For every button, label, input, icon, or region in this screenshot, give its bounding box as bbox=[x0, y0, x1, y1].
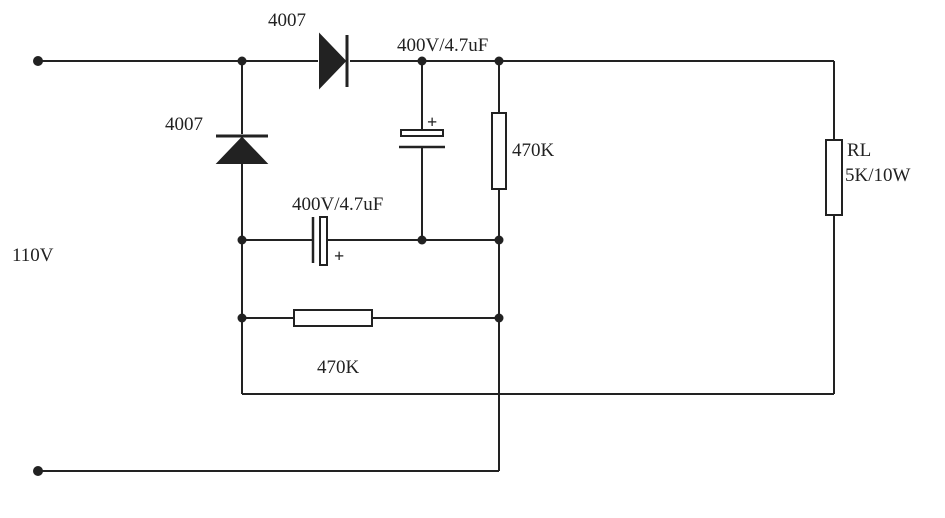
junction-dot bbox=[237, 56, 247, 66]
label-cap-bottom: 400V/4.7uF bbox=[292, 194, 383, 215]
load-resistor bbox=[825, 139, 843, 216]
input-terminal-top bbox=[33, 56, 43, 66]
label-diode-shunt: 4007 bbox=[165, 114, 203, 135]
diode-shunt bbox=[215, 134, 269, 164]
label-cap-top: 400V/4.7uF bbox=[397, 35, 488, 56]
capacitor-bottom-plate-positive bbox=[319, 216, 328, 266]
label-supply-voltage: 110V bbox=[12, 245, 54, 266]
label-load-name: RL bbox=[847, 140, 871, 161]
junction-dot bbox=[417, 235, 427, 245]
label-diode-series: 4007 bbox=[268, 10, 306, 31]
label-load-rating: 5K/10W bbox=[845, 165, 911, 186]
resistor-horizontal bbox=[293, 309, 373, 327]
label-res-vertical: 470K bbox=[512, 140, 555, 161]
junction-dot bbox=[494, 313, 504, 323]
capacitor-top-plate-positive bbox=[400, 129, 444, 137]
junction-dot bbox=[237, 235, 247, 245]
resistor-vertical bbox=[491, 112, 507, 190]
diode-series bbox=[319, 32, 349, 90]
junction-dot bbox=[494, 56, 504, 66]
capacitor-top bbox=[399, 129, 445, 149]
label-res-horizontal: 470K bbox=[317, 357, 360, 378]
input-terminal-bottom bbox=[33, 466, 43, 476]
junction-dot bbox=[417, 56, 427, 66]
capacitor-bottom bbox=[311, 216, 328, 266]
junctions bbox=[33, 56, 504, 476]
label-cap-top-plus: + bbox=[427, 112, 437, 132]
junction-dot bbox=[237, 313, 247, 323]
diode-shunt-triangle bbox=[215, 136, 269, 164]
label-cap-bottom-plus: + bbox=[334, 246, 344, 266]
junction-dot bbox=[494, 235, 504, 245]
diode-series-triangle bbox=[319, 32, 347, 90]
